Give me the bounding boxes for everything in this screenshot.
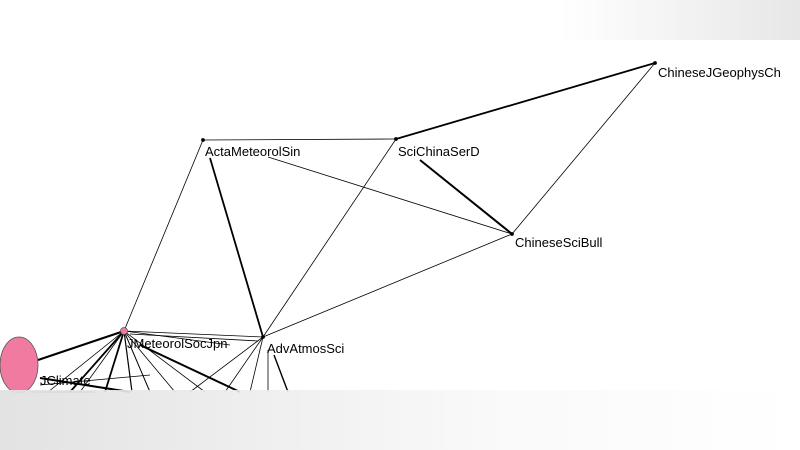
edge-ams-csb	[267, 156, 513, 235]
edge-csb-cgc	[511, 62, 656, 235]
node-actameteorolsin[interactable]	[201, 138, 205, 142]
node-jmeteorolsocjpn[interactable]	[120, 327, 128, 335]
node-chinesejgeophysch[interactable]	[653, 61, 657, 65]
edge-scd-csb	[419, 159, 513, 235]
edge-jmsj-b2	[104, 330, 125, 393]
edge-jmsj-b6	[139, 344, 241, 393]
node-advatmossci[interactable]	[261, 335, 265, 339]
label-actameteorolsin: ActaMeteorolSin	[205, 144, 300, 159]
node-jclimate[interactable]	[0, 336, 39, 394]
label-layer: ChineseJGeophysCh ActaMeteorolSin SciChi…	[40, 65, 781, 388]
edge-jmsj-b5	[123, 330, 176, 393]
label-advatmossci: AdvAtmosSci	[267, 341, 344, 356]
edge-ams-aas	[209, 157, 264, 338]
edge-aas-csb	[262, 233, 513, 338]
edge-aas-b15	[249, 336, 264, 393]
edge-scd-cgc	[395, 62, 656, 140]
edge-ams-scd	[202, 138, 397, 141]
node-chinesescibull[interactable]	[510, 232, 514, 236]
node-scichinaserd[interactable]	[394, 137, 398, 141]
label-jclimate: JClimate	[40, 373, 91, 388]
label-jmeteorolsocjpn: JMeteorolSocJpn	[127, 336, 227, 351]
edge-jcl-jmsj	[37, 330, 125, 361]
edge-jmsj-b4	[123, 330, 151, 393]
edge-jmsj-ams	[123, 139, 204, 332]
edge-layer	[30, 62, 656, 393]
edge-jmsj-b3	[123, 330, 133, 393]
edge-aas-b11	[189, 336, 264, 393]
edge-jmsj-aas	[123, 330, 264, 338]
edge-jmsj-b18	[123, 330, 231, 346]
edge-jmsj-b7	[123, 330, 206, 393]
edge-jmsj-b16	[79, 330, 125, 393]
edge-aas-b14	[273, 354, 289, 393]
edge-aas-scd	[262, 138, 397, 338]
edge-jcl-b17	[39, 374, 151, 386]
edge-aas-b12	[224, 336, 264, 393]
label-chinesejgeophysch: ChineseJGeophysCh	[658, 65, 781, 80]
label-chinesescibull: ChineseSciBull	[515, 235, 603, 250]
edge-jmsj-aas2	[129, 333, 259, 342]
label-scichinaserd: SciChinaSerD	[398, 144, 480, 159]
